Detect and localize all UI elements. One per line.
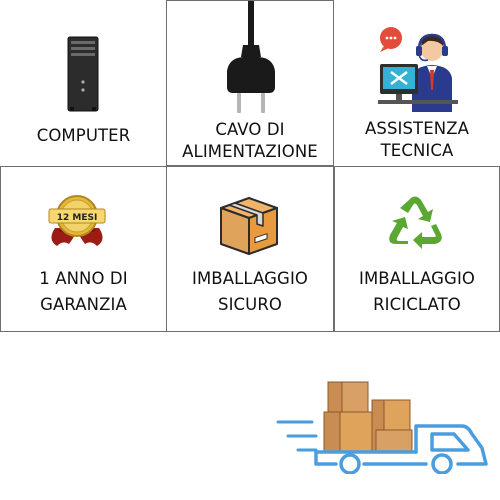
label-line: ASSISTENZA bbox=[364, 119, 469, 138]
label-line: COMPUTER bbox=[36, 126, 131, 145]
card-label: COMPUTER bbox=[0, 125, 167, 147]
label-line: RICICLATO bbox=[373, 295, 461, 314]
label-line: ALIMENTAZIONE bbox=[182, 142, 318, 161]
card-label: ASSISTENZA TECNICA bbox=[334, 118, 500, 162]
card-label: IMBALLAGGIO RICICLATO bbox=[335, 268, 499, 316]
card-label: IMBALLAGGIO SICURO bbox=[167, 268, 333, 316]
label-line: SICURO bbox=[218, 295, 282, 314]
cardboard-box-icon bbox=[220, 197, 278, 255]
card-power-cable: CAVO DI ALIMENTAZIONE bbox=[166, 0, 334, 166]
label-line: IMBALLAGGIO bbox=[359, 269, 475, 288]
support-agent-icon bbox=[378, 27, 458, 112]
card-safe-packaging: IMBALLAGGIO SICURO bbox=[166, 166, 334, 332]
recycle-icon bbox=[389, 196, 442, 249]
label-line: TECNICA bbox=[380, 141, 454, 160]
label-line: GARANZIA bbox=[40, 295, 127, 314]
card-recycled-packaging: IMBALLAGGIO RICICLATO bbox=[334, 166, 500, 332]
warranty-badge-icon: 12 MESI bbox=[48, 195, 106, 246]
card-computer: COMPUTER bbox=[0, 0, 167, 166]
label-line: 1 ANNO DI bbox=[39, 269, 128, 288]
label-line: CAVO DI bbox=[215, 120, 285, 139]
card-label: 1 ANNO DI GARANZIA bbox=[1, 268, 166, 316]
desktop-tower-icon bbox=[67, 36, 99, 112]
power-plug-icon bbox=[227, 1, 275, 113]
card-tech-support: ASSISTENZA TECNICA bbox=[334, 0, 500, 166]
card-label: CAVO DI ALIMENTAZIONE bbox=[167, 119, 333, 163]
label-line: IMBALLAGGIO bbox=[192, 269, 308, 288]
delivery-truck-icon bbox=[276, 381, 488, 474]
badge-text: 12 MESI bbox=[57, 213, 98, 223]
card-warranty: 12 MESI 1 ANNO DI GARANZIA bbox=[0, 166, 167, 332]
